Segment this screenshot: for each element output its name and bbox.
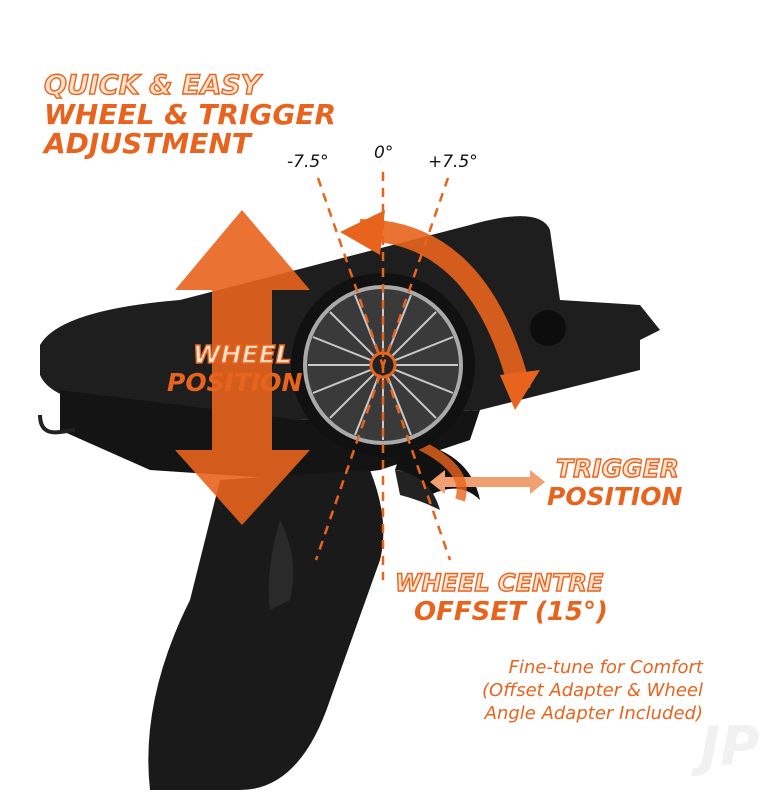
wheel-position-solid: POSITION xyxy=(167,368,303,397)
wheel-rotation-arrow xyxy=(359,219,531,393)
trigger-position-arrow xyxy=(430,470,545,494)
angle-guide-lines xyxy=(314,172,452,580)
note-line2: (Offset Adapter & Wheel xyxy=(482,680,703,701)
trigger-position-solid: POSITION xyxy=(547,482,683,511)
wheel-offset-outline: WHEEL CENTRE xyxy=(394,569,604,597)
rotation-arrowhead-right xyxy=(500,370,540,410)
headline-line1: QUICK & EASY xyxy=(43,70,261,101)
lanyard-loop xyxy=(38,414,76,435)
angle-label-zero: 0° xyxy=(374,143,394,163)
trigger-position-outline: TRIGGER xyxy=(555,454,679,483)
angle-label-minus: -7.5° xyxy=(287,152,329,172)
transmitter-grip xyxy=(148,470,384,790)
dial-knob-icon xyxy=(530,310,566,346)
wheel-offset-solid: OFFSET (15°) xyxy=(414,597,608,627)
grip-slot xyxy=(268,520,294,610)
watermark-logo: JP xyxy=(700,715,760,778)
note-line1: Fine-tune for Comfort xyxy=(508,657,703,678)
angle-label-plus: +7.5° xyxy=(428,152,478,172)
trigger-ghost xyxy=(417,440,467,502)
headline-line2: WHEEL & TRIGGER xyxy=(44,98,337,131)
headline-line3: ADJUSTMENT xyxy=(44,127,251,160)
wheel-position-arrow xyxy=(175,210,310,525)
note-line3: Angle Adapter Included) xyxy=(484,703,703,724)
rotation-arrowhead-left xyxy=(340,210,385,255)
comfort-note: Fine-tune for Comfort (Offset Adapter & … xyxy=(482,656,703,725)
wheel-position-outline: WHEEL xyxy=(192,340,292,369)
